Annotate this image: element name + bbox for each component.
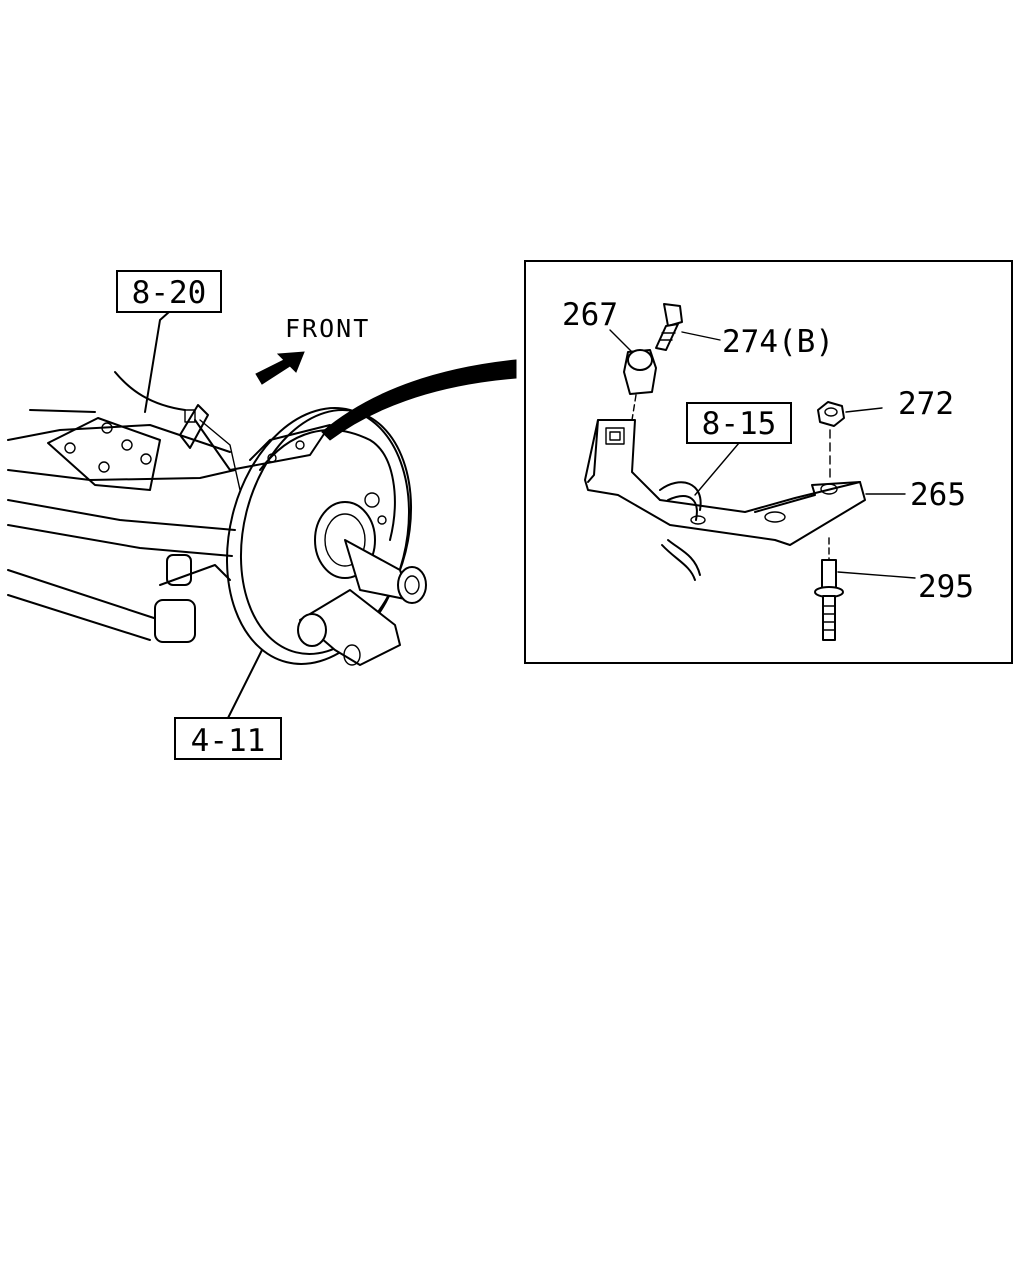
detail-bracket-265 [584,419,866,581]
leader-272 [845,407,883,413]
front-label: FRONT [285,314,370,343]
leader-295 [837,571,916,579]
stud-295 [814,537,844,641]
detail-callout-arrow [321,359,517,441]
ref-label-8-15: 8-15 [702,406,777,442]
bolt-274b [655,303,683,351]
part-label-274b: 274(B) [722,324,834,360]
part-label-265: 265 [910,477,966,513]
leader-267 [609,329,633,353]
ref-box-4-11: 4-11 [174,649,282,760]
brake-backing-plate [226,407,427,666]
leader-274b [681,331,721,341]
part-label-272: 272 [898,386,954,422]
axle-assembly [7,404,331,643]
front-direction-arrow [255,351,305,385]
nut-272 [817,401,845,479]
ref-label-8-20: 8-20 [132,275,207,311]
cable-8-20 [114,371,186,411]
clip-267 [623,349,657,421]
part-label-267: 267 [562,297,618,333]
part-label-295: 295 [918,569,974,605]
ref-label-4-11: 4-11 [191,723,266,759]
detail-view-frame [524,260,1013,664]
ref-box-8-20: 8-20 [116,270,222,413]
ref-box-8-15: 8-15 [686,402,792,496]
